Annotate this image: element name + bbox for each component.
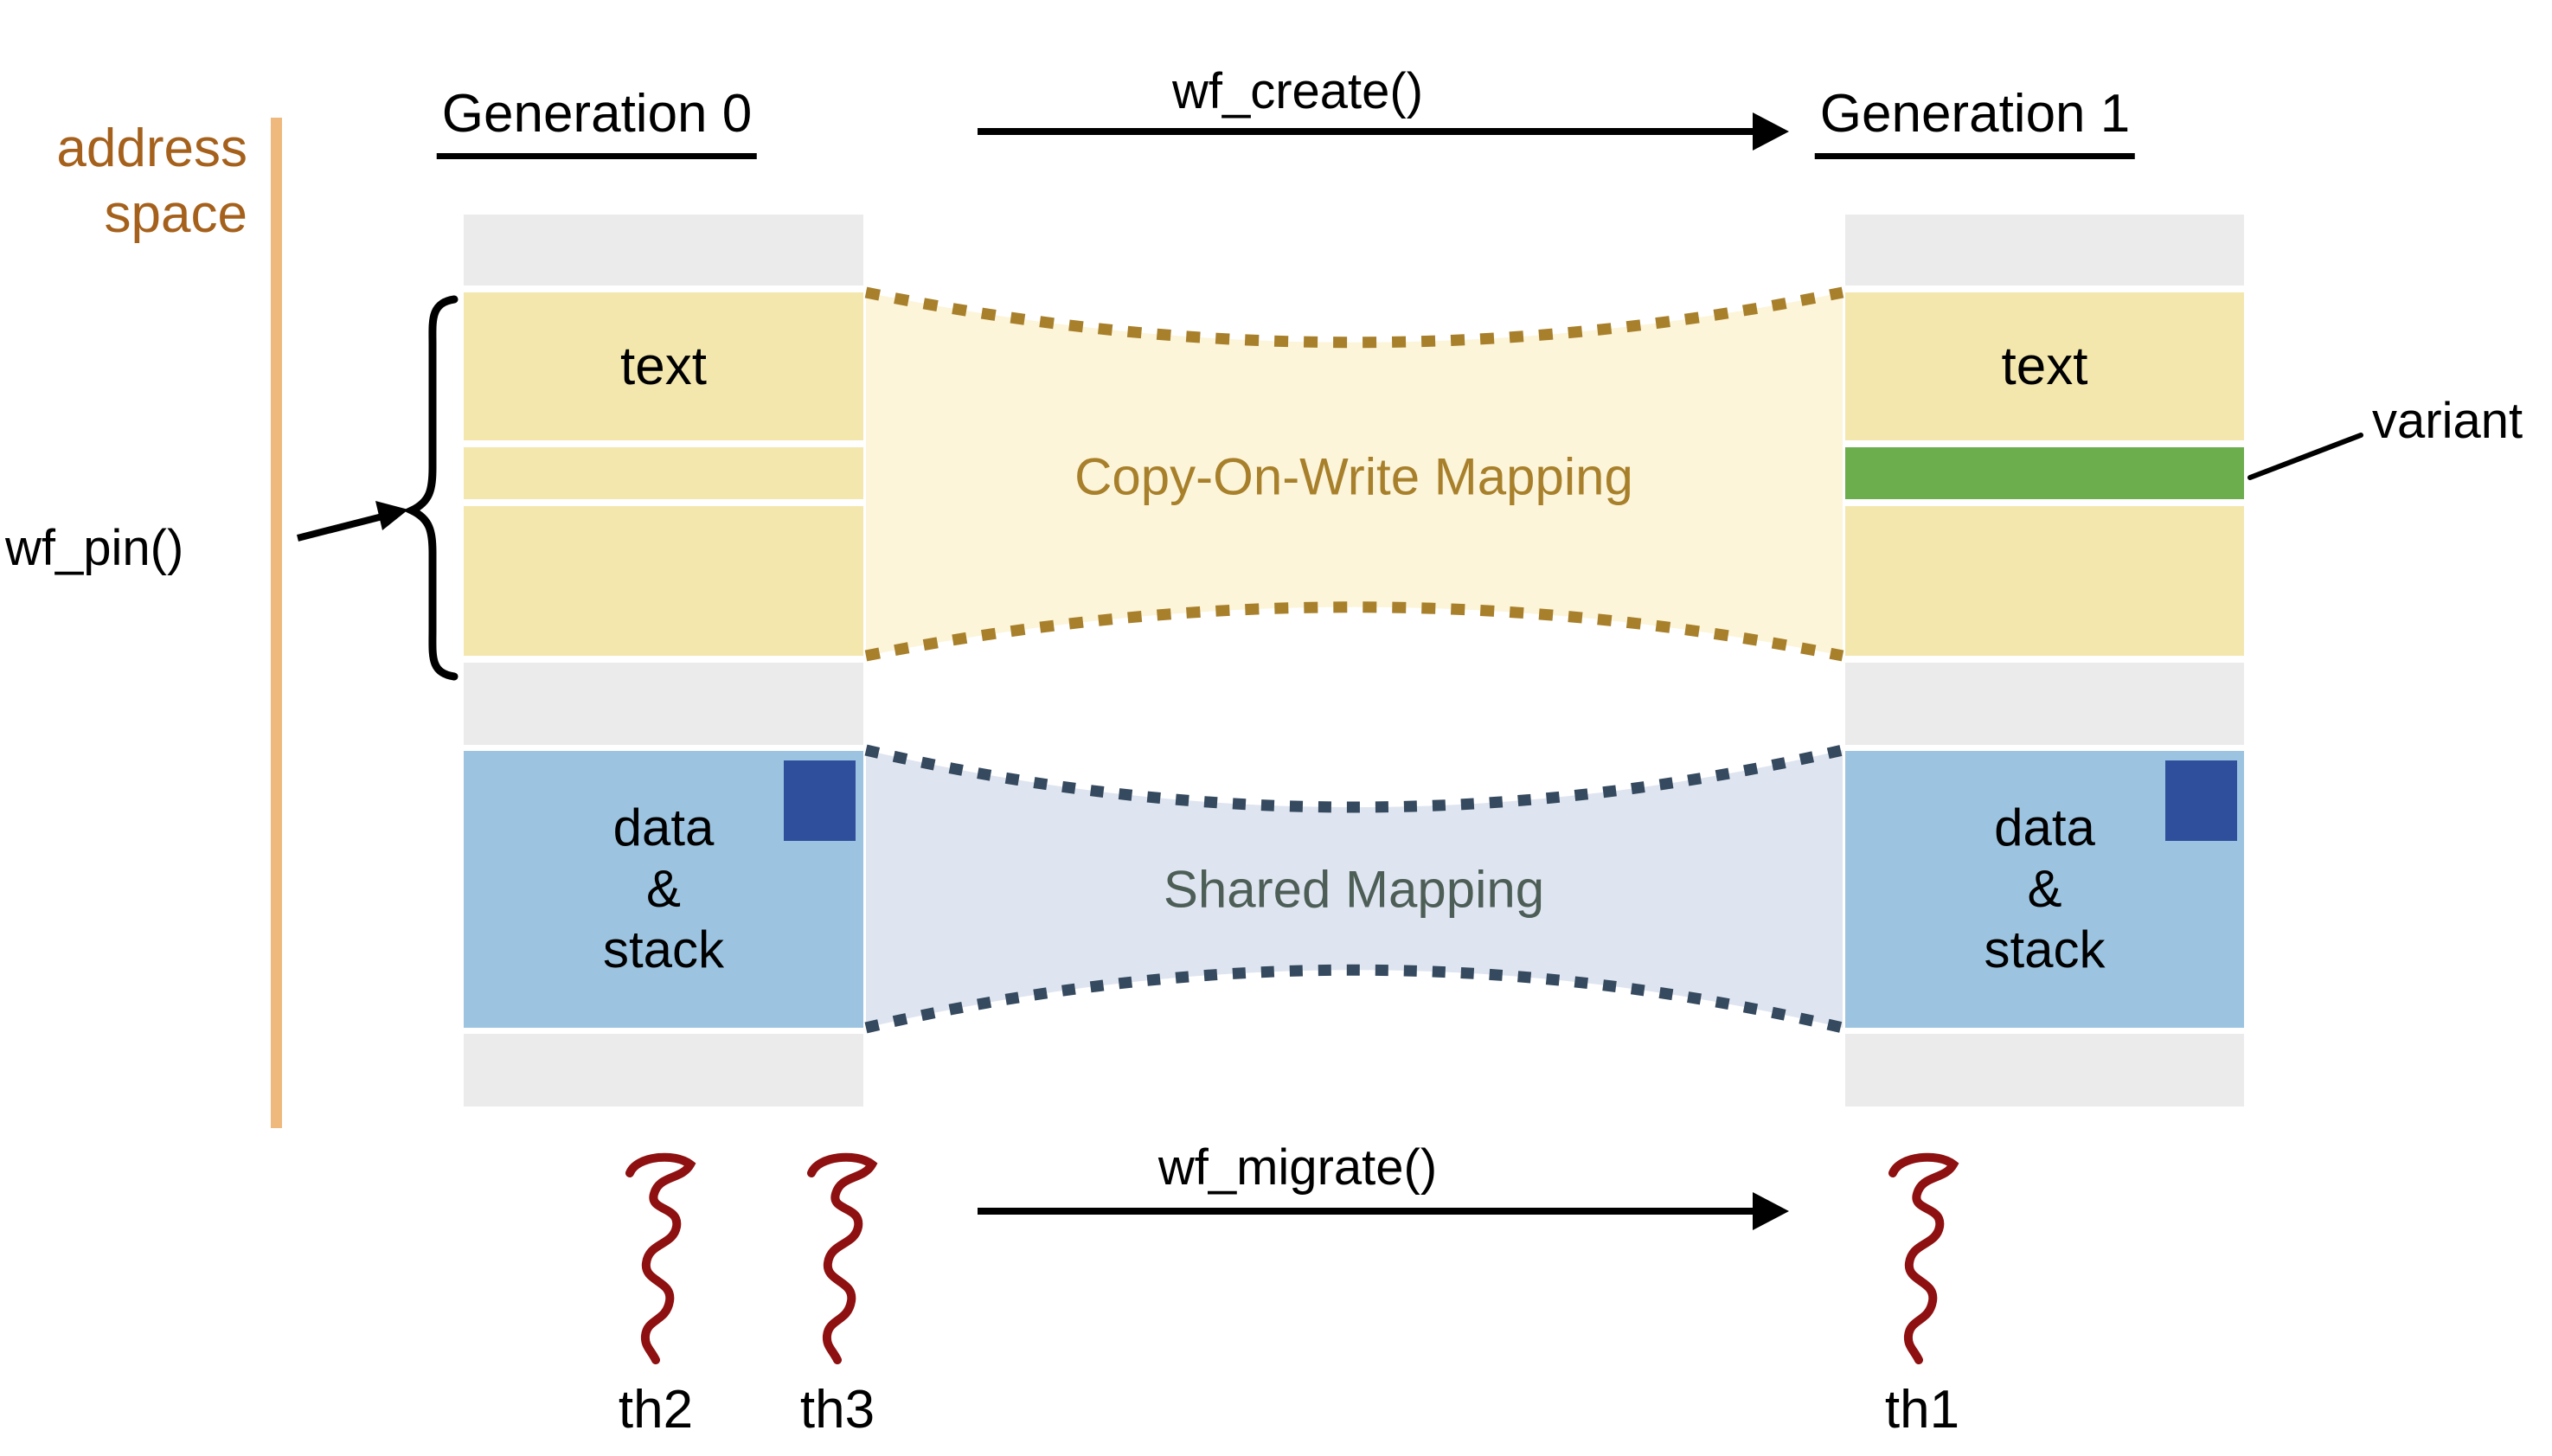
generation-1-title: Generation 1	[1814, 83, 2136, 159]
shared-mapping-region	[866, 750, 1843, 1028]
gen0-segment-gray-bottom	[464, 1034, 863, 1106]
address-space-label: address space	[0, 116, 247, 247]
gen0-segment-yellow-lower	[464, 506, 863, 656]
wf-migrate-label: wf_migrate()	[1157, 1139, 1438, 1196]
wf-pin-label: wf_pin()	[5, 520, 184, 576]
shared-mapping-top-border	[864, 744, 1844, 813]
gen0-segment-gray-middle	[464, 663, 863, 745]
cow-mapping-region	[866, 292, 1843, 656]
gen0-segment-yellow-thin	[464, 447, 863, 499]
gen1-segment-text: text	[1845, 292, 2244, 440]
gen1-segment-yellow-lower	[1845, 506, 2244, 656]
thread-label-th2: th2	[618, 1380, 694, 1440]
wf-create-label: wf_create()	[1171, 63, 1424, 119]
gen1-segment-data-stack: data & stack	[1845, 751, 2244, 1028]
gen1-segment-variant	[1845, 447, 2244, 499]
variant-label: variant	[2372, 393, 2523, 449]
shared-mapping-label: Shared Mapping	[1163, 860, 1545, 919]
gen1-data-stack-label: data & stack	[1984, 798, 2106, 979]
thread-label-th1: th1	[1884, 1380, 1960, 1440]
gen1-segment-gray-middle	[1845, 663, 2244, 745]
wf-migrate-arrow	[978, 1192, 1789, 1230]
generation-0-column: text data & stack	[464, 0, 863, 1456]
cow-mapping-bottom-border	[864, 601, 1844, 662]
pinned-region-brace	[402, 295, 458, 681]
address-space-line2: space	[104, 183, 247, 244]
gen1-pinned-square	[2165, 760, 2237, 841]
gen0-segment-data-stack: data & stack	[464, 751, 863, 1028]
address-space-axis	[271, 118, 282, 1128]
gen1-text-label: text	[2001, 337, 2088, 396]
thread-label-th3: th3	[799, 1380, 875, 1440]
shared-mapping-bottom-border	[864, 964, 1844, 1034]
gen1-segment-gray-bottom	[1845, 1034, 2244, 1106]
wf-create-arrow	[978, 112, 1789, 151]
cow-mapping-top-border	[864, 286, 1844, 349]
wf-pin-arrow	[297, 501, 408, 542]
gen0-pinned-square	[784, 760, 856, 841]
gen0-segment-gray-top	[464, 215, 863, 285]
generation-1-column: text data & stack	[1845, 0, 2244, 1456]
gen0-data-stack-label: data & stack	[602, 798, 725, 979]
gen1-segment-gray-top	[1845, 215, 2244, 285]
variant-pointer-line	[2247, 433, 2363, 480]
address-space-line1: address	[56, 119, 247, 178]
generation-0-title: Generation 0	[436, 83, 758, 159]
gen0-segment-text: text	[464, 292, 863, 440]
gen0-text-label: text	[620, 337, 707, 396]
cow-mapping-label: Copy-On-Write Mapping	[1074, 447, 1633, 506]
